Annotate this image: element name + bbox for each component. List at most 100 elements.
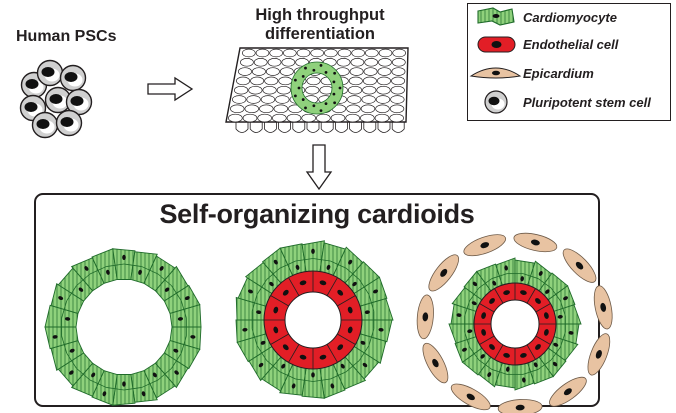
well-tube: [377, 120, 391, 133]
plate-cardioid-ring: [291, 62, 343, 114]
well-tube: [363, 120, 377, 133]
cardiomyocyte: [154, 352, 189, 389]
well-plate: [225, 47, 409, 133]
cell-nucleus: [273, 326, 279, 334]
cell-nucleus: [530, 239, 540, 246]
legend-icons: [469, 7, 522, 114]
cell-nucleus: [60, 117, 74, 127]
cell-nucleus: [467, 329, 473, 333]
well-tube: [278, 120, 291, 133]
cell-nucleus: [552, 361, 558, 367]
legend-label-epicardium: Epicardium: [523, 66, 594, 81]
cell-nucleus: [506, 366, 510, 372]
legend-label-pluripotent-stem-cell: Pluripotent stem cell: [523, 95, 651, 110]
cell-nucleus: [273, 259, 278, 265]
cell-nucleus: [538, 271, 543, 276]
cell-nucleus: [520, 290, 527, 295]
cell-nucleus: [312, 104, 316, 108]
cell-nucleus: [295, 264, 300, 270]
cell-nucleus: [256, 310, 262, 315]
well-tube: [264, 120, 277, 133]
cell-nucleus: [362, 362, 368, 368]
cell-nucleus: [568, 331, 574, 335]
cell-nucleus: [471, 301, 477, 306]
cell-nucleus: [164, 287, 170, 292]
cell-nucleus: [360, 340, 366, 345]
cell-nucleus: [173, 348, 179, 353]
cardiomyocyte: [44, 304, 79, 328]
cell-nucleus: [297, 86, 301, 90]
cell-nucleus: [91, 372, 96, 378]
cell-nucleus: [545, 289, 550, 294]
cell-nucleus: [177, 317, 184, 321]
high-throughput-title: High throughput differentiation: [200, 6, 440, 44]
cardiomyocyte: [91, 370, 118, 406]
cell-nucleus: [492, 280, 497, 286]
cell-nucleus: [337, 289, 344, 296]
cell-nucleus: [340, 363, 345, 369]
cardioid-cardiomyocyte-only: [44, 248, 202, 406]
cell-nucleus: [312, 68, 316, 72]
cell-nucleus: [544, 329, 549, 336]
cell-nucleus: [422, 312, 429, 322]
cell-nucleus: [293, 78, 297, 82]
cell-nucleus: [332, 92, 336, 96]
cell-nucleus: [122, 254, 126, 260]
cell-nucleus: [481, 329, 486, 336]
cell-nucleus: [337, 344, 344, 351]
cell-nucleus: [281, 363, 286, 369]
cell-nucleus: [326, 264, 331, 270]
cardioid-with-epicardium: [416, 232, 613, 413]
cell-nucleus: [535, 298, 541, 304]
cell-nucleus: [466, 393, 475, 401]
well-tube: [391, 120, 405, 133]
cell-nucleus: [24, 102, 38, 112]
cell-nucleus: [304, 106, 307, 110]
well-tube: [292, 120, 306, 133]
cell-nucleus: [58, 296, 64, 301]
cell-nucleus: [544, 312, 549, 319]
cell-nucleus: [258, 362, 264, 368]
cardiomyocyte: [163, 339, 201, 370]
cell-nucleus: [247, 289, 253, 294]
cell-nucleus: [456, 313, 462, 317]
cell-nucleus: [269, 281, 274, 287]
cell-nucleus: [373, 289, 379, 294]
cell-nucleus: [311, 372, 315, 378]
cell-nucleus: [462, 347, 467, 352]
cell-nucleus: [330, 383, 335, 389]
cell-nucleus: [242, 327, 248, 332]
cell-nucleus: [299, 280, 307, 286]
cell-nucleus: [533, 362, 538, 368]
cell-nucleus: [503, 290, 510, 295]
well-tube: [320, 120, 334, 133]
cell-nucleus: [293, 94, 297, 98]
cell-nucleus: [184, 296, 190, 301]
cell-nucleus: [333, 101, 337, 105]
cell-nucleus: [78, 287, 84, 292]
cell-nucleus: [480, 354, 485, 359]
cell-nucleus: [347, 326, 353, 334]
legend-label-endothelial-cell: Endothelial cell: [523, 37, 619, 52]
cell-nucleus: [64, 72, 78, 82]
cell-nucleus: [440, 268, 448, 277]
cell-nucleus: [49, 94, 63, 104]
cell-nucleus: [489, 344, 495, 350]
cell-nucleus: [515, 404, 525, 411]
cell-nucleus: [301, 98, 305, 101]
arrow-down-icon: [305, 144, 333, 191]
cell-nucleus: [575, 261, 584, 270]
cell-nucleus: [522, 377, 526, 383]
cell-nucleus: [319, 63, 323, 67]
cell-nucleus: [489, 298, 495, 304]
cell-nucleus: [324, 102, 328, 105]
cell-nucleus: [352, 281, 357, 287]
cell-nucleus: [64, 317, 71, 321]
cell-nucleus: [141, 391, 146, 397]
well-tube: [235, 120, 249, 133]
cell-nucleus: [36, 119, 50, 129]
cell-nucleus: [260, 340, 266, 345]
well-tube: [349, 120, 362, 133]
cell-nucleus: [535, 344, 541, 350]
cell-nucleus: [69, 370, 74, 375]
